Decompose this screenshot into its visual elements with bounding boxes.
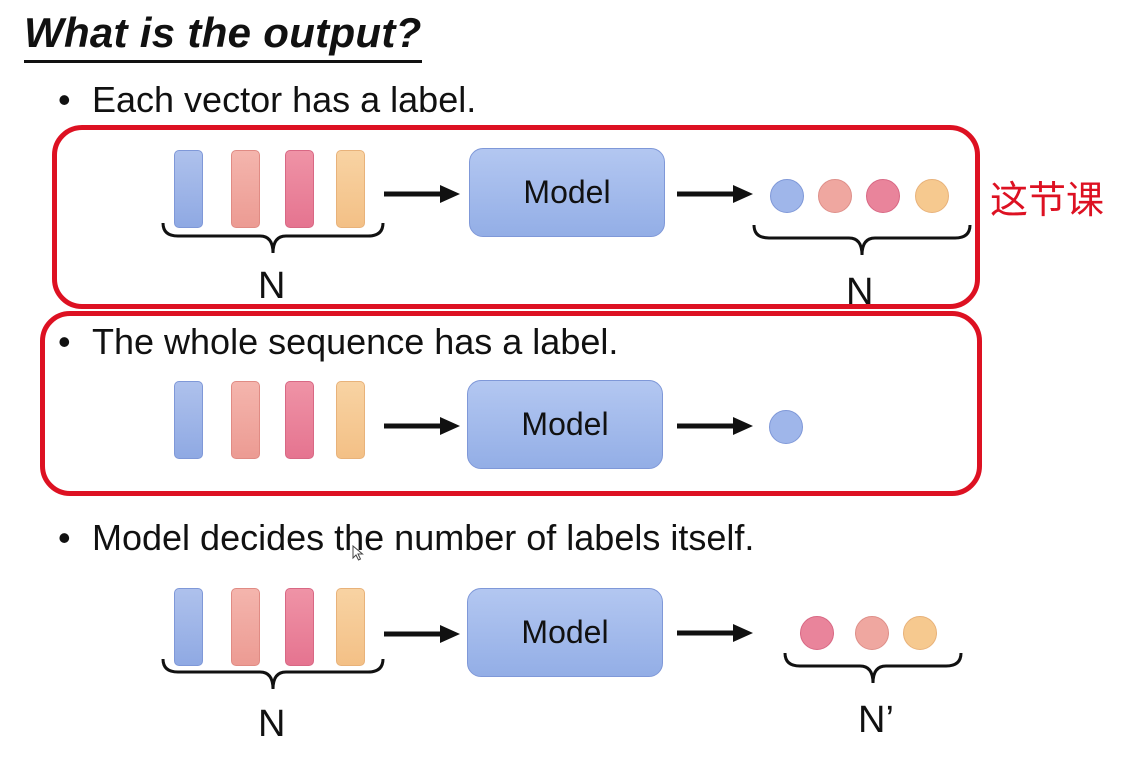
input-vector-2 — [231, 381, 260, 459]
input-vector-3 — [285, 588, 314, 666]
input-vector-2 — [231, 588, 260, 666]
arrow-right-icon — [677, 185, 753, 203]
bullet-1: • Each vector has a label. — [58, 80, 476, 120]
input-vector-4 — [336, 588, 365, 666]
input-vector-1 — [174, 150, 203, 228]
bullet-dot: • — [58, 517, 71, 558]
output-label-1 — [800, 616, 834, 650]
output-brace — [752, 224, 972, 256]
annotation-this-lesson: 这节课 — [990, 178, 1105, 222]
slide-title: What is the output? — [24, 8, 422, 63]
output-label-3 — [866, 179, 900, 213]
output-label-3 — [903, 616, 937, 650]
input-vector-1 — [174, 588, 203, 666]
output-brace — [783, 652, 963, 684]
input-vector-4 — [336, 150, 365, 228]
arrow-right-icon — [677, 624, 753, 642]
model-label: Model — [521, 406, 609, 442]
model-box: Model — [467, 380, 663, 469]
model-label: Model — [521, 614, 609, 650]
bullet-2: • The whole sequence has a label. — [58, 322, 618, 362]
arrow-right-icon — [384, 185, 460, 203]
input-count-label: N — [258, 265, 286, 307]
bullet-dot: • — [58, 321, 71, 362]
output-label-1 — [770, 179, 804, 213]
bullet-3: • Model decides the number of labels itse… — [58, 518, 754, 558]
input-brace — [161, 222, 385, 254]
output-label-single — [769, 410, 803, 444]
input-brace — [161, 658, 385, 690]
highlight-box-each-vector — [52, 125, 980, 309]
bullet-2-text: The whole sequence has a label. — [92, 321, 619, 362]
model-label: Model — [523, 174, 611, 210]
highlight-box-whole-sequence — [40, 311, 982, 496]
bullet-3-text: Model decides the number of labels itsel… — [92, 517, 755, 558]
model-box: Model — [467, 588, 663, 677]
bullet-dot: • — [58, 79, 71, 120]
input-vector-3 — [285, 150, 314, 228]
output-label-4 — [915, 179, 949, 213]
arrow-right-icon — [384, 625, 460, 643]
output-label-2 — [855, 616, 889, 650]
output-label-2 — [818, 179, 852, 213]
input-vector-3 — [285, 381, 314, 459]
input-vector-2 — [231, 150, 260, 228]
model-box: Model — [469, 148, 665, 237]
input-vector-4 — [336, 381, 365, 459]
arrow-right-icon — [677, 417, 753, 435]
input-count-label: N — [258, 703, 286, 745]
arrow-right-icon — [384, 417, 460, 435]
output-count-label-prime: N’ — [858, 699, 894, 741]
output-count-label: N — [846, 271, 874, 313]
input-vector-1 — [174, 381, 203, 459]
mouse-cursor-icon — [352, 545, 364, 561]
bullet-1-text: Each vector has a label. — [92, 79, 477, 120]
